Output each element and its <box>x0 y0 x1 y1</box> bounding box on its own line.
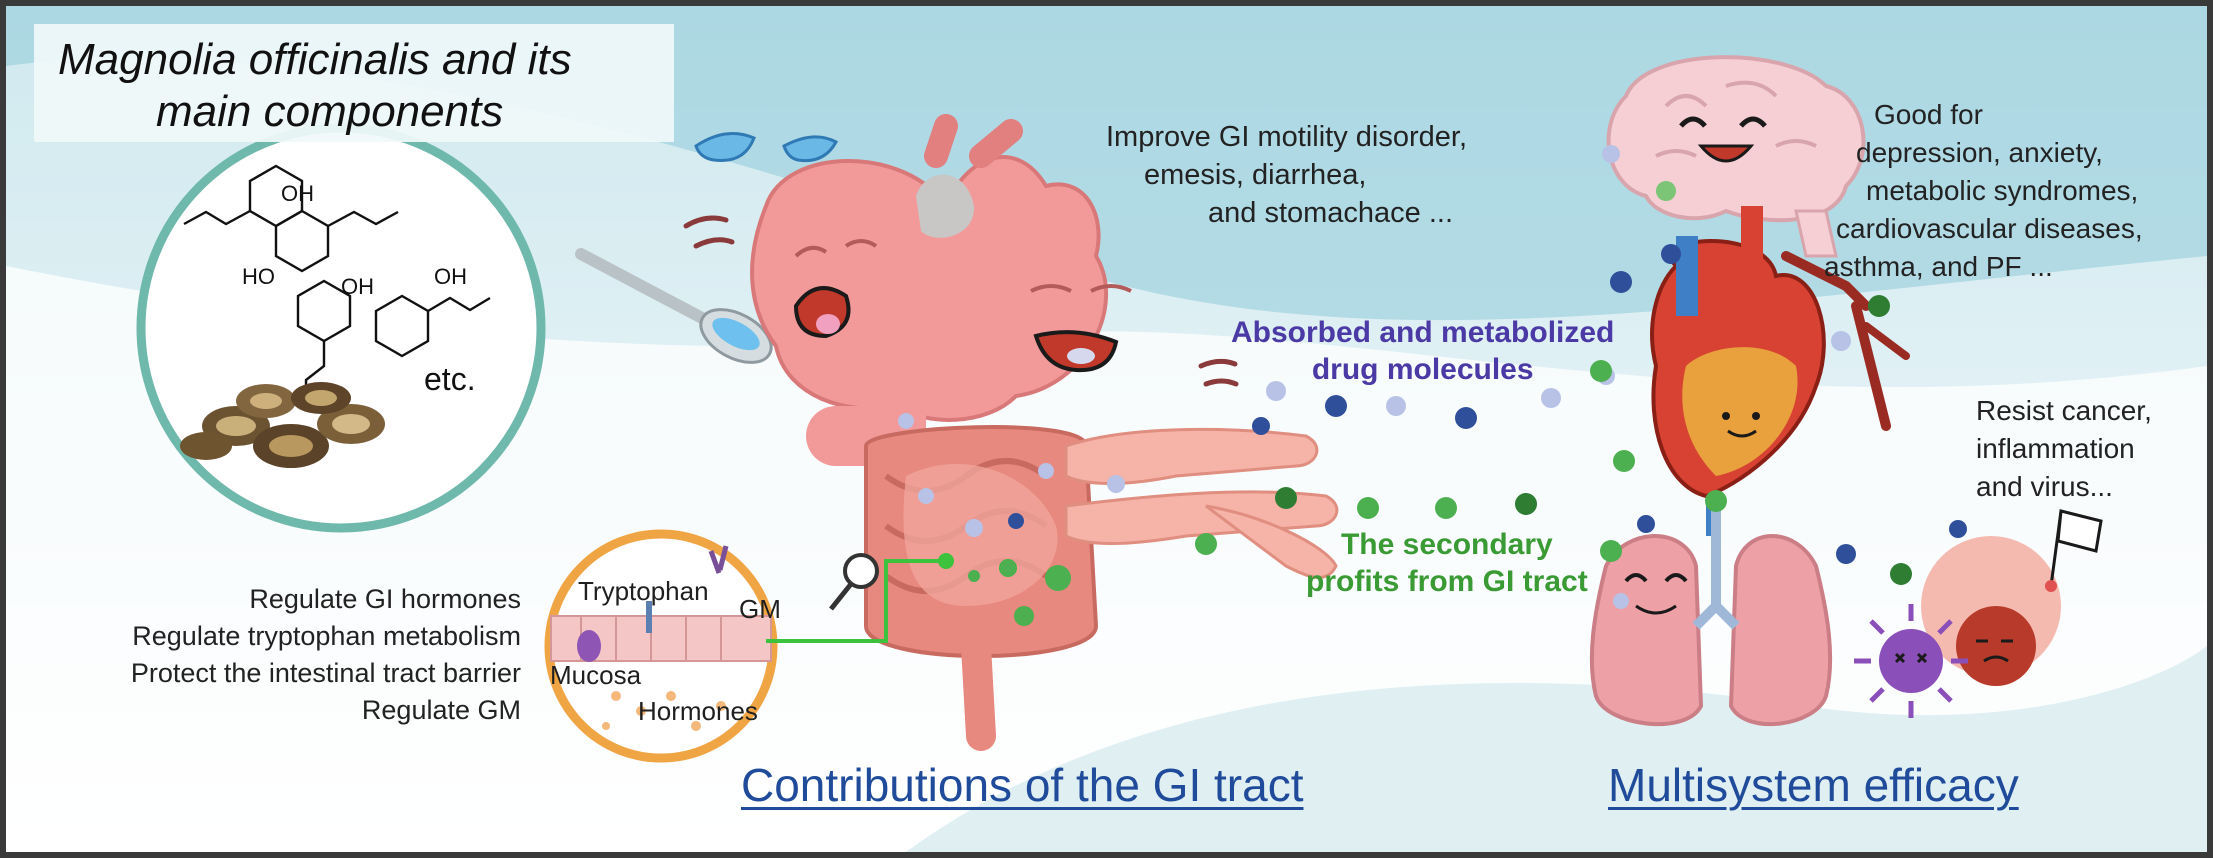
title-line-2: main components <box>156 87 504 136</box>
drug-molecules <box>898 145 1967 609</box>
regulate-line-4: Regulate GM <box>361 695 521 725</box>
sweat-drop-icon-2 <box>782 135 839 163</box>
reaching-hand-illustration <box>1064 427 1339 580</box>
gi-benefits-text: Improve GI motility disorder, emesis, di… <box>1106 118 1467 232</box>
sweat-drop-icon <box>694 132 756 163</box>
chem-label-oh-3: OH <box>434 264 467 289</box>
heart-character <box>1650 206 1910 536</box>
gm-label: GM <box>739 594 781 624</box>
regulate-line-2: Regulate tryptophan metabolism <box>132 621 521 651</box>
mucosa-illustration <box>550 545 772 731</box>
secondary-label: The secondary profits from GI tract <box>1306 526 1588 600</box>
zoom-link-dot <box>938 553 954 569</box>
resist-line-1: Resist cancer, <box>1976 395 2152 426</box>
spoon-icon <box>575 248 773 364</box>
good-for-line-2: depression, anxiety, <box>1856 137 2103 168</box>
regulate-line-1: Regulate GI hormones <box>249 584 521 614</box>
good-for-line-3: metabolic syndromes, <box>1866 175 2139 206</box>
magnolia-bark-pieces <box>180 382 385 468</box>
hormones-label: Hormones <box>638 696 758 726</box>
gi-benefits-line-2: emesis, diarrhea, <box>1144 159 1367 191</box>
lungs-character <box>1589 506 1833 727</box>
chem-label-ho: HO <box>242 264 275 289</box>
mucosa-label: Mucosa <box>550 660 642 690</box>
magnolia-circle <box>136 123 546 533</box>
good-for-line-4: cardiovascular diseases, <box>1836 213 2143 244</box>
intestine-illustration <box>864 425 1099 751</box>
gi-benefits-line-3: and stomachace ... <box>1208 197 1454 229</box>
good-for-line-1: Good for <box>1874 99 1983 130</box>
gi-benefits-line-1: Improve GI motility disorder, <box>1106 121 1467 153</box>
title-line-1: Magnolia officinalis and its <box>58 35 572 84</box>
good-for-text: Good for depression, anxiety, metabolic … <box>1824 96 2143 286</box>
tumor-character <box>1921 509 2103 686</box>
chem-label-oh-2: OH <box>341 274 374 299</box>
secondary-line-1: The secondary <box>1340 528 1553 561</box>
absorbed-label: Absorbed and metabolized drug molecules <box>1231 314 1614 388</box>
absorbed-line-2: drug molecules <box>1311 353 1534 386</box>
chemical-structures <box>183 164 491 400</box>
multisystem-heading: Multisystem efficacy <box>1608 759 2019 811</box>
resist-line-3: and virus... <box>1976 471 2113 502</box>
resist-text: Resist cancer, inflammation and virus... <box>1976 392 2152 506</box>
motion-lines-icon <box>683 215 1239 387</box>
resist-line-2: inflammation <box>1976 433 2135 464</box>
magnifier-icon <box>829 553 879 611</box>
tryptophan-label: Tryptophan <box>578 576 709 606</box>
bottom-wave <box>906 646 2207 852</box>
absorbed-line-1: Absorbed and metabolized <box>1231 316 1615 349</box>
figure-title: Magnolia officinalis and its main compon… <box>58 34 572 138</box>
gi-metabolites <box>968 181 1912 626</box>
virus-character <box>1854 604 1968 718</box>
secondary-line-2: profits from GI tract <box>1306 565 1588 598</box>
regulate-line-3: Protect the intestinal tract barrier <box>130 658 521 688</box>
good-for-line-5: asthma, and PF ... <box>1824 251 2053 282</box>
regulate-list: Regulate GI hormones Regulate tryptophan… <box>76 581 521 729</box>
brain-character <box>1606 55 1866 258</box>
gi-tract-heading: Contributions of the GI tract <box>741 759 1304 811</box>
chem-label-oh-1: OH <box>281 181 314 206</box>
zoom-link-line <box>766 559 946 643</box>
title-background <box>34 24 674 142</box>
illustration-layer <box>6 6 2207 852</box>
chem-label-etc: etc. <box>424 361 476 397</box>
